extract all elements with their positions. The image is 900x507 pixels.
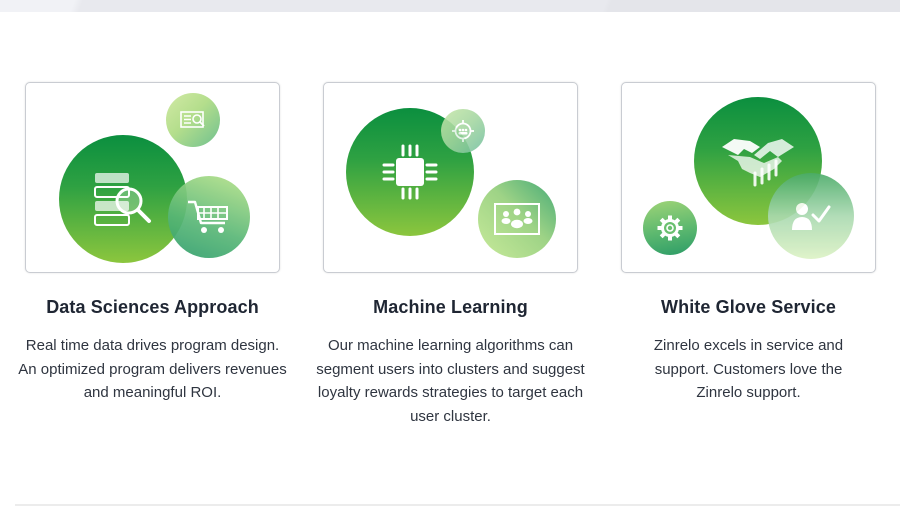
report-circle bbox=[166, 93, 220, 147]
audience-circle bbox=[478, 180, 556, 258]
feature-machine-learning: Machine Learning Our machine learning al… bbox=[316, 82, 585, 428]
feature-illustration-card bbox=[323, 82, 578, 273]
handshake-icon bbox=[720, 133, 796, 189]
gear-icon bbox=[657, 215, 683, 241]
gear-circle bbox=[643, 201, 697, 255]
report-search-icon bbox=[180, 111, 206, 129]
feature-description: Zinrelo excels in service and support. C… bbox=[653, 337, 844, 401]
feature-data-sciences: Data Sciences Approach Real time data dr… bbox=[18, 82, 287, 405]
feature-illustration-card bbox=[25, 82, 280, 273]
feature-illustration-card bbox=[621, 82, 876, 273]
database-search-icon bbox=[91, 171, 155, 227]
feature-description: Real time data drives program design. An… bbox=[18, 337, 287, 401]
handshake-circle bbox=[694, 97, 822, 225]
cpu-chip-icon bbox=[381, 143, 439, 201]
user-check-circle bbox=[768, 173, 854, 259]
feature-title: White Glove Service bbox=[661, 297, 836, 317]
target-circle bbox=[441, 109, 485, 153]
feature-title: Data Sciences Approach bbox=[46, 297, 259, 317]
section-divider bbox=[15, 504, 900, 506]
database-circle bbox=[59, 135, 187, 263]
top-bar bbox=[0, 0, 900, 12]
feature-title: Machine Learning bbox=[373, 297, 528, 317]
shopping-cart-icon bbox=[187, 199, 231, 235]
user-check-icon bbox=[791, 201, 831, 231]
feature-description: Our machine learning algorithms can segm… bbox=[316, 337, 585, 425]
user-group-board-icon bbox=[493, 202, 541, 236]
target-audience-icon bbox=[451, 119, 475, 143]
cart-circle bbox=[168, 176, 250, 258]
feature-white-glove: White Glove Service Zinrelo excels in se… bbox=[621, 82, 876, 405]
